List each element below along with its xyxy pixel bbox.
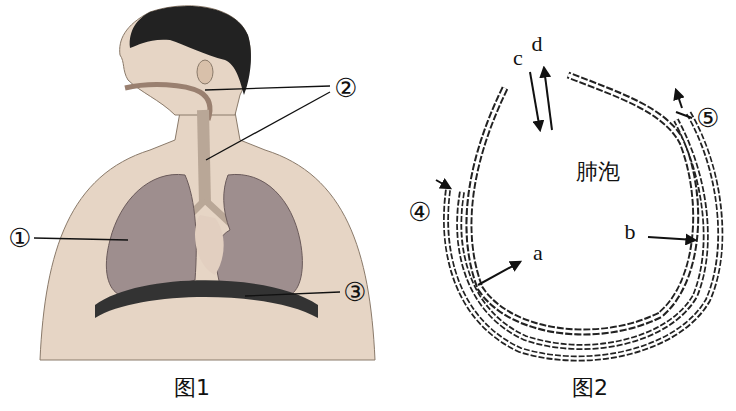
arrow-letter: b	[625, 221, 636, 243]
human-figure	[40, 6, 375, 360]
callout-number: ①	[8, 225, 31, 251]
part-name: 肺泡	[576, 161, 620, 183]
leader-lines	[34, 86, 340, 296]
callout-number: ②	[334, 75, 357, 101]
callout-number: ③	[343, 279, 366, 305]
arrow-letter: c	[513, 47, 523, 69]
process-arrows	[436, 68, 695, 285]
figure-caption: 图1	[174, 377, 210, 399]
figure-caption: 图2	[572, 377, 608, 399]
callout-number: ⑤	[696, 105, 719, 131]
callout-number: ④	[408, 199, 431, 225]
arrow-letter: d	[532, 33, 543, 55]
capillary	[446, 112, 720, 359]
alveolus-wall	[469, 75, 696, 332]
arrow-letter: a	[533, 242, 543, 264]
